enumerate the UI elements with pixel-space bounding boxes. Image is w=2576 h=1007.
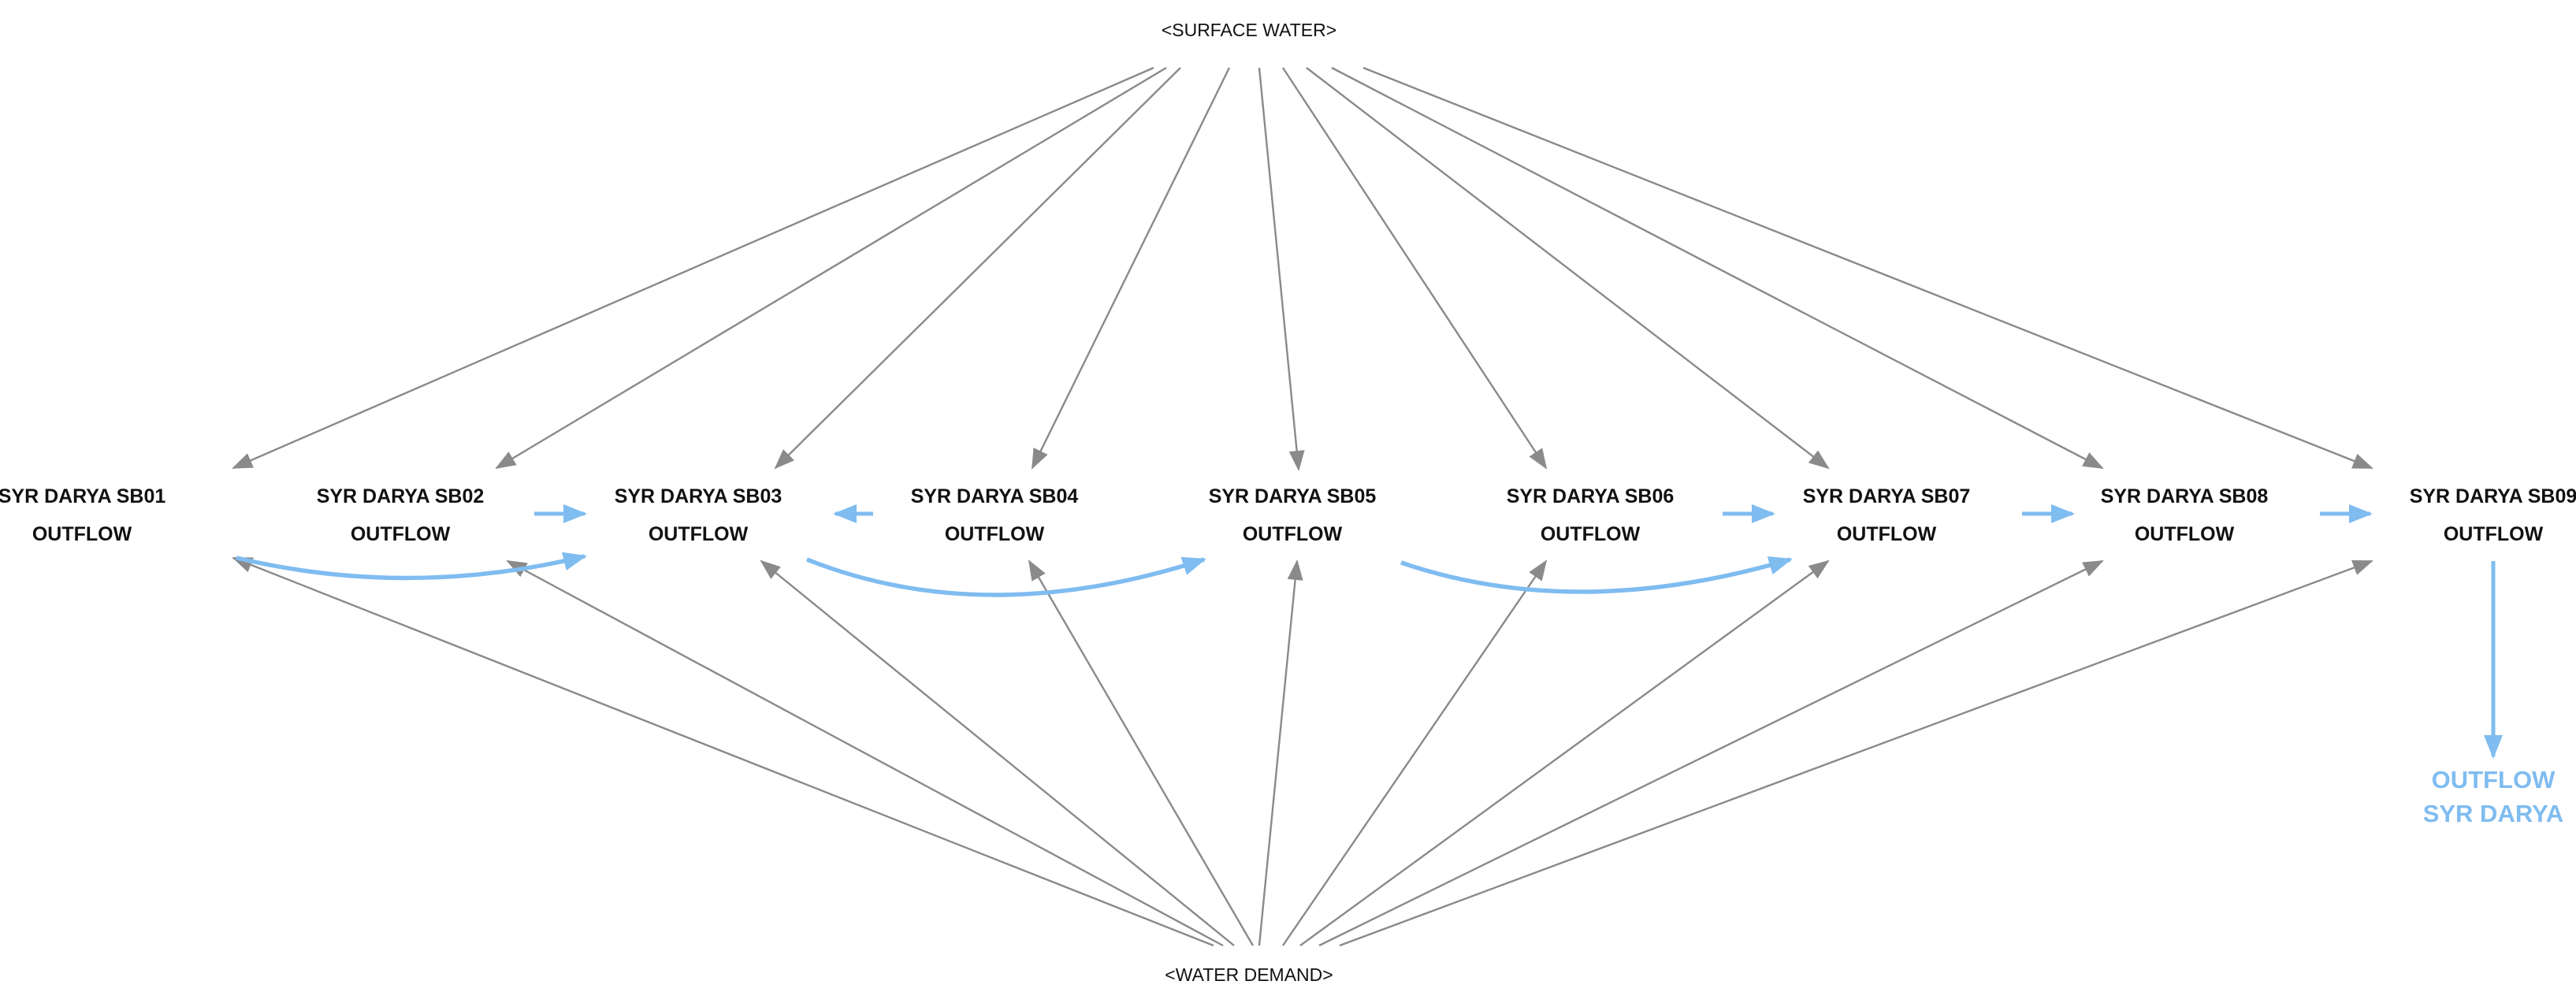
basin-subtitle: OUTFLOW [2444,523,2544,545]
flow-link-sb01-sb03 [236,552,587,581]
outflow-label-line2: SYR DARYA [2423,800,2564,827]
outflow-label-line1: OUTFLOW [2432,766,2556,793]
water-demand-link-sb02 [506,559,1224,947]
water-demand-link-sb04 [1028,559,1255,946]
basin-node-sb05[interactable]: SYR DARYA SB05 OUTFLOW [1209,485,1377,545]
flow-link-sb05-sb07 [1400,556,1793,594]
basin-name: SYR DARYA SB01 [0,485,165,507]
basin-subtitle: OUTFLOW [32,523,132,545]
basin-node-sb09[interactable]: SYR DARYA SB09 OUTFLOW [2410,485,2576,545]
basin-name: SYR DARYA SB08 [2101,485,2269,507]
surface-water-link-sb04 [1031,67,1231,470]
surface-water-link-sb01 [232,66,1154,470]
surface-water-link-sb03 [774,67,1181,470]
basin-subtitle: OUTFLOW [1541,523,1641,545]
basin-node-sb08[interactable]: SYR DARYA SB08 OUTFLOW [2101,485,2269,545]
outflow-syr-darya-node[interactable]: OUTFLOW SYR DARYA [2423,766,2564,827]
basin-subtitle: OUTFLOW [1837,523,1937,545]
basin-name: SYR DARYA SB07 [1803,485,1971,507]
water-demand-link-sb05 [1258,559,1303,946]
surface-water-link-sb09 [1362,66,2373,470]
basin-node-sb01[interactable]: SYR DARYA SB01 OUTFLOW [0,485,165,545]
surface-water-label: <SURFACE WATER> [1162,20,1336,40]
basin-name: SYR DARYA SB09 [2410,485,2576,507]
basin-subtitle: OUTFLOW [649,523,749,545]
surface-water-link-sb05 [1258,67,1305,471]
water-demand-link-sb09 [1339,559,2373,947]
surface-water-link-sb06 [1281,67,1548,470]
water-demand-link-sb08 [1318,559,2104,947]
flow-link-sb03-sb05 [805,556,1206,597]
water-demand-label: <WATER DEMAND> [1165,964,1333,985]
basin-name: SYR DARYA SB04 [911,485,1079,507]
basin-subtitle: OUTFLOW [351,523,451,545]
basin-subtitle: OUTFLOW [1243,523,1343,545]
basin-name: SYR DARYA SB06 [1507,485,1675,507]
water-demand-link-sb01 [232,556,1214,947]
water-demand-link-sb06 [1282,559,1548,946]
basin-node-sb04[interactable]: SYR DARYA SB04 OUTFLOW [911,485,1079,545]
basin-name: SYR DARYA SB02 [317,485,485,507]
basin-name: SYR DARYA SB05 [1209,485,1377,507]
surface-water-link-sb02 [495,66,1167,470]
basin-name: SYR DARYA SB03 [615,485,782,507]
basin-node-sb02[interactable]: SYR DARYA SB02 OUTFLOW [317,485,485,545]
surface-water-link-sb07 [1306,67,1830,470]
basin-subtitle: OUTFLOW [945,523,1045,545]
basin-node-sb07[interactable]: SYR DARYA SB07 OUTFLOW [1803,485,1971,545]
basin-node-sb06[interactable]: SYR DARYA SB06 OUTFLOW [1507,485,1675,545]
water-demand-link-sb03 [760,559,1235,946]
basin-subtitle: OUTFLOW [2135,523,2235,545]
basin-node-sb03[interactable]: SYR DARYA SB03 OUTFLOW [615,485,782,545]
surface-water-link-sb08 [1331,66,2104,470]
gray-links [232,66,2373,947]
water-demand-link-sb07 [1299,559,1830,946]
flow-links [236,504,2503,759]
